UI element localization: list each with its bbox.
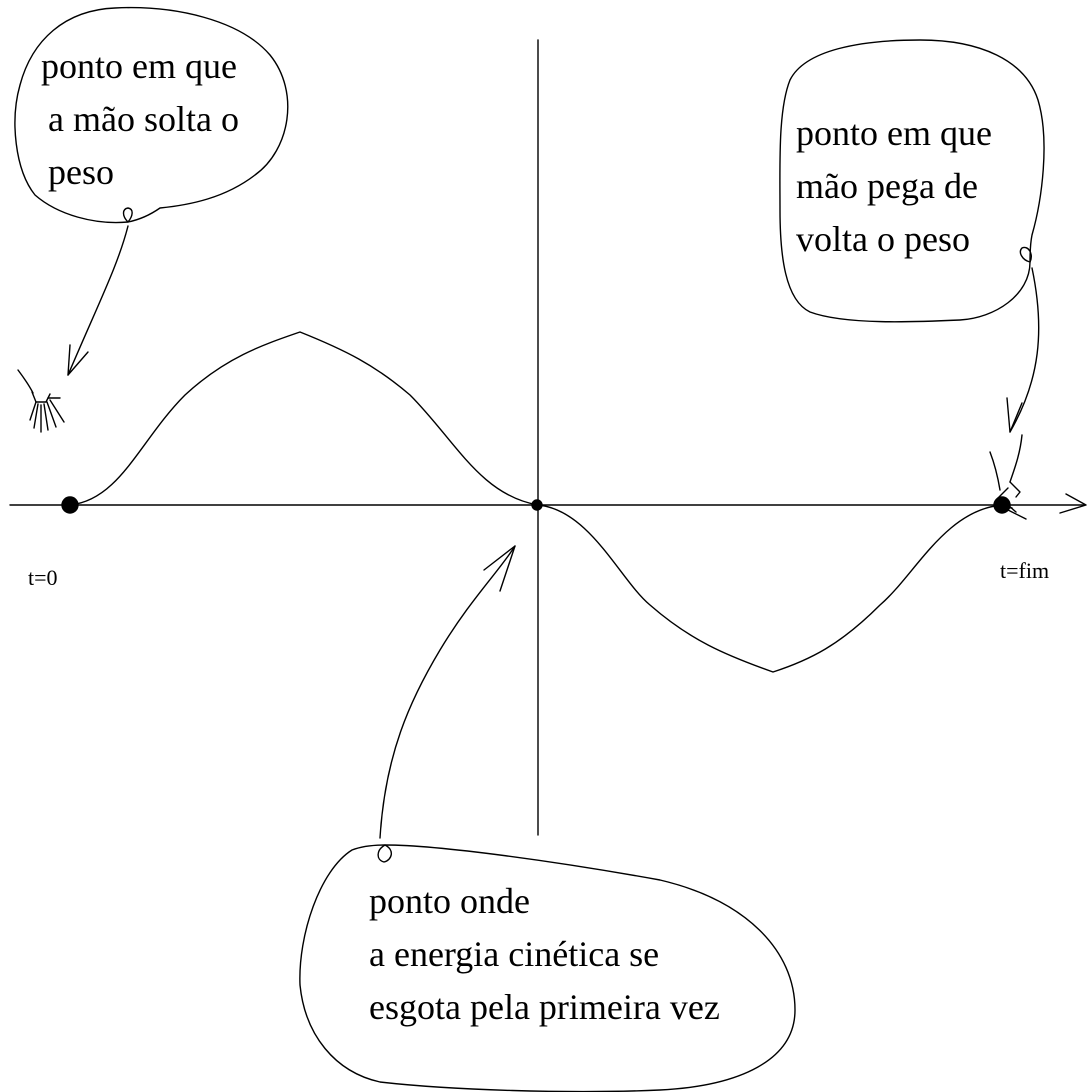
release-note-text: ponto em que a mão solta o peso xyxy=(41,40,239,199)
catch-note-arrow xyxy=(1009,267,1040,433)
end-time-label: t=fim xyxy=(1000,558,1050,583)
midpoint-note-balloon-tail xyxy=(377,844,392,863)
catch-note-line-1: ponto em que xyxy=(796,113,992,153)
midpoint-note-text: ponto onde a energia cinética se esgota … xyxy=(369,875,720,1034)
release-note-arrow xyxy=(67,225,129,376)
time-axis-arrowhead xyxy=(1059,493,1087,514)
midpoint-note-line-3: esgota pela primeira vez xyxy=(369,987,720,1027)
midpoint-note-line-2: a energia cinética se xyxy=(369,934,660,974)
catch-note-text: ponto em que mão pega de volta o peso xyxy=(796,107,992,266)
midpoint-note-balloon xyxy=(299,844,796,1092)
catch-note-line-2: mão pega de xyxy=(796,166,978,206)
start-time-label: t=0 xyxy=(28,565,58,590)
release-note-line-2: a mão solta o xyxy=(48,99,239,139)
catch-note-arrowhead xyxy=(1006,397,1023,433)
midpoint-note-arrowhead xyxy=(483,545,516,592)
midpoint-marker xyxy=(531,499,543,511)
release-note-line-1: ponto em que xyxy=(41,46,237,86)
catch-note-balloon-tail xyxy=(1019,246,1032,263)
catch-note-balloon xyxy=(779,39,1045,323)
start-point-marker xyxy=(61,496,79,514)
hand-catch-icon xyxy=(989,434,1027,520)
end-point-marker xyxy=(993,496,1011,514)
midpoint-note-arrow xyxy=(379,545,516,839)
midpoint-note-line-1: ponto onde xyxy=(369,881,530,921)
release-note-balloon xyxy=(14,6,289,224)
hand-release-icon xyxy=(17,369,65,433)
release-note-balloon-tail xyxy=(122,207,133,223)
release-note-arrowhead xyxy=(67,344,89,376)
catch-note-line-3: volta o peso xyxy=(796,219,970,259)
release-note-line-3: peso xyxy=(48,152,114,192)
